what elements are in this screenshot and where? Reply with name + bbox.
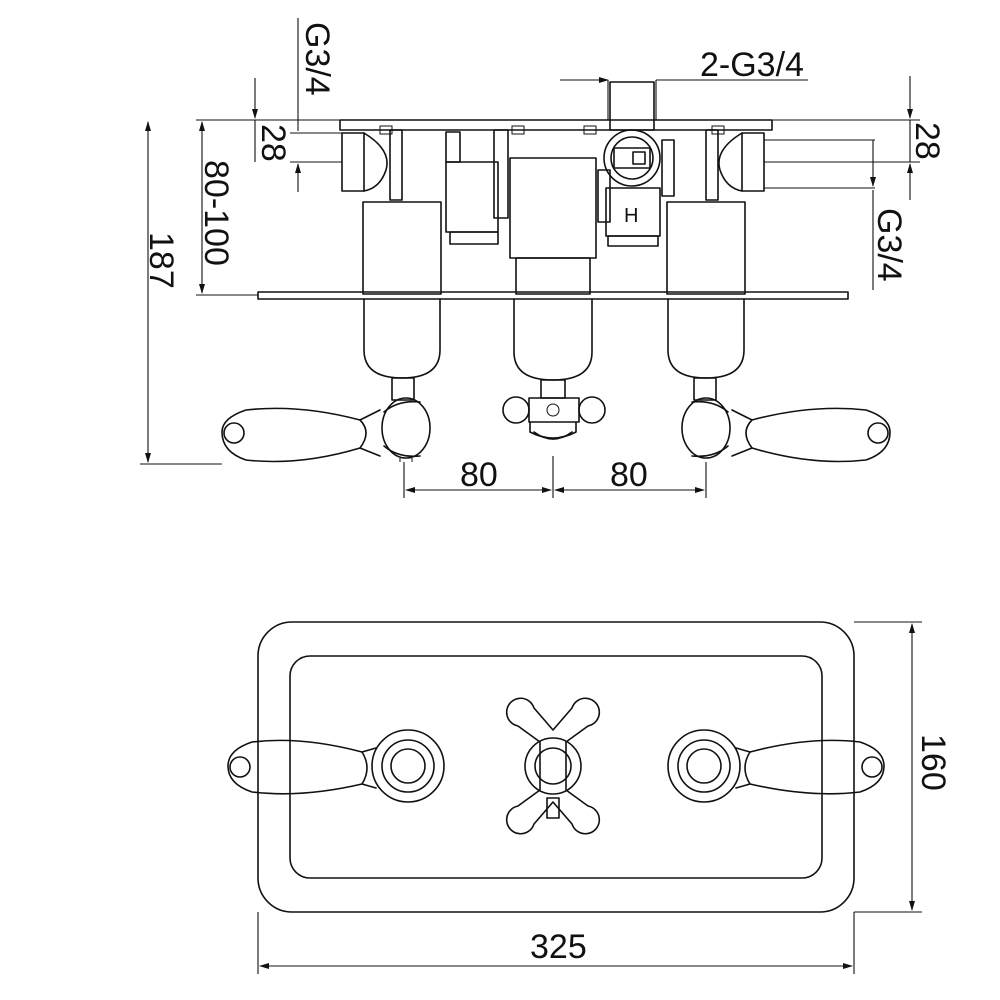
label-width: 325 — [530, 928, 587, 966]
cover-plate — [257, 291, 849, 300]
label-spacing-left: 80 — [460, 456, 498, 494]
left-lever-handle — [221, 397, 431, 463]
right-valve — [666, 201, 746, 401]
centre-cross-handle-side — [502, 396, 606, 440]
label-inlet-right-offset: 28 — [908, 122, 946, 160]
label-height: 160 — [914, 734, 952, 791]
label-total-depth: 187 — [142, 232, 180, 289]
inlet-left — [341, 129, 403, 201]
label-inlet-right: G3/4 — [870, 208, 908, 282]
front-left-control — [227, 729, 445, 803]
front-cross-handle — [505, 697, 601, 835]
hot-mark: H — [624, 205, 638, 227]
right-lever-handle — [681, 397, 891, 463]
front-view: 325 160 — [227, 621, 952, 974]
front-dimensions — [257, 621, 922, 974]
side-dimensions — [140, 18, 920, 498]
plate-outer — [257, 621, 855, 913]
side-view: H — [140, 18, 946, 498]
label-spacing-right: 80 — [610, 456, 648, 494]
front-right-control — [667, 729, 885, 803]
label-wall-depth: 80-100 — [197, 160, 235, 266]
label-inlet-left: G3/4 — [298, 22, 336, 96]
back-plate — [339, 119, 773, 131]
label-outlets: 2-G3/4 — [700, 46, 804, 84]
plate-inner — [289, 655, 823, 879]
centre-diverter — [445, 129, 675, 399]
outlet-port: H — [603, 81, 661, 227]
label-inlet-left-offset: 28 — [254, 124, 292, 162]
inlet-right — [705, 129, 765, 201]
left-valve — [362, 201, 442, 401]
